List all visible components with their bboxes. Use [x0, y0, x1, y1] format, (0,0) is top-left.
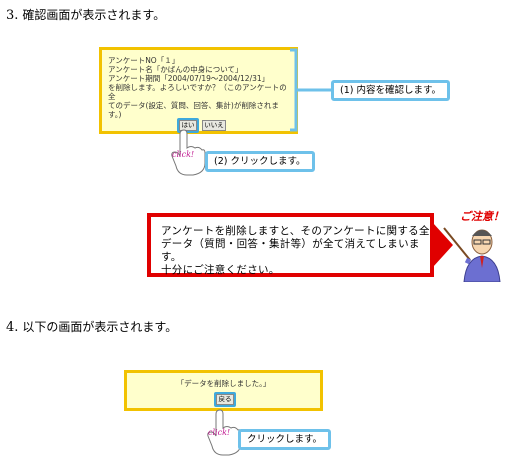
warning-label: ご注意！ [460, 210, 504, 223]
result-dialog-message: 「データを削除しました。」 [176, 379, 271, 388]
hand-pointer-icon [207, 409, 242, 456]
yes-button[interactable]: はい [179, 120, 197, 131]
confirm-dialog: アンケートNO「１」 アンケート名「かばんの中身について」 アンケート期間「20… [99, 47, 298, 134]
callout-confirm: (1) 内容を確認します。 [331, 80, 451, 101]
teacher-character-icon [443, 227, 501, 282]
no-button[interactable]: いいえ [202, 120, 226, 131]
back-button[interactable]: 戻る [216, 394, 234, 405]
step-number: 4. [6, 320, 19, 335]
step-3-heading: 3.確認画面が表示されます。 [6, 6, 165, 23]
result-dialog: 「データを削除しました。」 戻る [124, 370, 323, 411]
click-label: click! [172, 150, 195, 159]
warning-text: アンケートを削除しますと、そのアンケートに関する全 データ（質問・回答・集計等）… [161, 225, 430, 276]
yes-button-highlight [177, 118, 199, 133]
step-title: 以下の画面が表示されます。 [22, 320, 178, 334]
click-cursor: click! [166, 128, 206, 176]
click-label: click! [208, 428, 231, 437]
warning-box: アンケートを削除しますと、そのアンケートに関する全 データ（質問・回答・集計等）… [147, 213, 434, 277]
back-button-highlight [214, 392, 236, 407]
step-number: 3. [6, 8, 19, 23]
step-4-heading: 4.以下の画面が表示されます。 [6, 318, 177, 335]
click-cursor: click! [202, 408, 242, 456]
callout-click-2: クリックします。 [238, 429, 332, 450]
step-title: 確認画面が表示されます。 [22, 8, 166, 22]
callout-click-1: (2) クリックします。 [205, 151, 315, 172]
confirm-dialog-message: アンケートNO「１」 アンケート名「かばんの中身について」 アンケート期間「20… [108, 56, 287, 119]
bracket-connector [290, 48, 332, 132]
hand-pointer-icon [171, 129, 206, 176]
